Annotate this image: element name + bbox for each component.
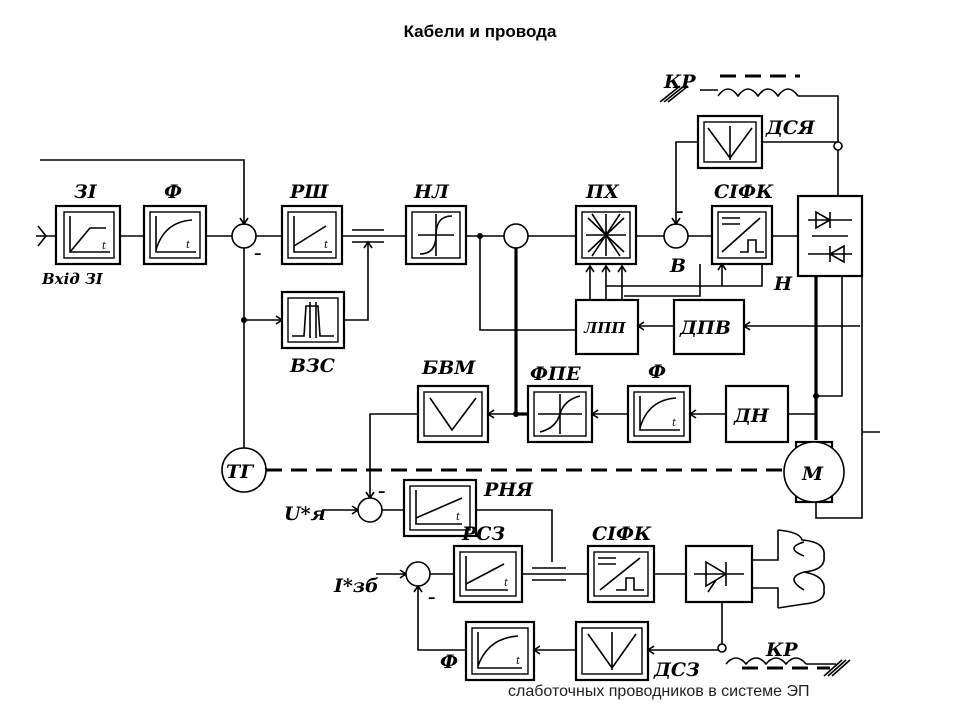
sifk1-label: СІФК [714,181,774,203]
f2-block: t [626,384,692,444]
kr1-label: КР [663,71,696,93]
motor-label: М [801,463,824,485]
thyristor-converter-1 [796,194,864,278]
fpe-label: ФПЕ [530,363,581,385]
f3-t-label: t [516,656,521,667]
b-label: В [669,255,686,277]
summing-junction-2 [503,223,529,249]
ph-block [574,204,638,266]
rsz-label: РСЗ [461,523,505,545]
f3-label: Ф [440,651,458,673]
lpp-block [574,298,640,356]
f1-block: t [142,204,208,266]
vzs-label: ВЗС [289,355,335,377]
rsz-t-label: t [504,578,509,589]
n-label: Н [773,273,793,295]
nl-block [404,204,468,266]
svg-text:–: – [428,588,436,606]
rsz-block: t [452,544,524,604]
thyristor-converter-2 [684,544,754,604]
f1-t-label: t [186,240,191,251]
summing-junction-4 [357,497,383,523]
sifk1-block [710,204,774,266]
dpv-label: ДПВ [679,317,731,339]
summing-junction-5 [405,561,431,587]
dsya-block [696,114,764,170]
rsh-t-label: t [324,240,329,251]
bvm-block [416,384,490,444]
vzs-block [280,290,346,350]
dn-block [724,384,790,444]
motor [783,440,845,504]
sifk2-block [586,544,656,604]
dn-label: ДН [733,405,770,427]
bvm-label: БВМ [421,357,476,379]
top-feedback-line [40,159,245,224]
dsz-block [574,620,650,682]
vhid-zi-label: Вхід ЗІ [41,270,104,288]
u-ya-label: U*я [284,503,326,525]
lpp-label: ЛПП [583,319,626,337]
nl-label: НЛ [413,181,450,203]
ph-label: ПХ [585,181,620,203]
summing-junction-3 [663,223,689,249]
rsh-label: РШ [289,181,329,203]
fpe-block [526,384,594,444]
rnya-block: t [402,478,478,538]
zi-t-label: t [102,241,107,252]
input-line [36,225,56,247]
svg-text:–: – [676,202,684,220]
rnya-label: РНЯ [483,479,534,501]
zi-label: ЗІ [74,181,98,203]
svg-text:–: – [254,244,262,262]
i-zb-label: I*зб [333,575,379,597]
f1-label: Ф [164,181,182,203]
sifk2-label: СІФК [592,523,652,545]
dsya-label: ДСЯ [765,117,816,139]
summing-junction-1 [231,223,257,249]
dsz-label: ДСЗ [653,659,700,681]
rnya-t-label: t [456,512,461,523]
rsh-block: t [280,204,344,266]
dpv-block [672,298,746,356]
svg-text:–: – [378,482,386,500]
slide-caption: слаботочных проводников в системе ЭП [508,683,810,700]
f3-block: t [464,620,536,682]
kr2-label: КР [765,639,798,661]
f2-label: Ф [648,361,666,383]
f2-t-label: t [672,418,677,429]
slide-title: Кабели и провода [403,22,557,41]
tg-label: ТГ [226,461,255,483]
zi-block: t [54,204,122,266]
